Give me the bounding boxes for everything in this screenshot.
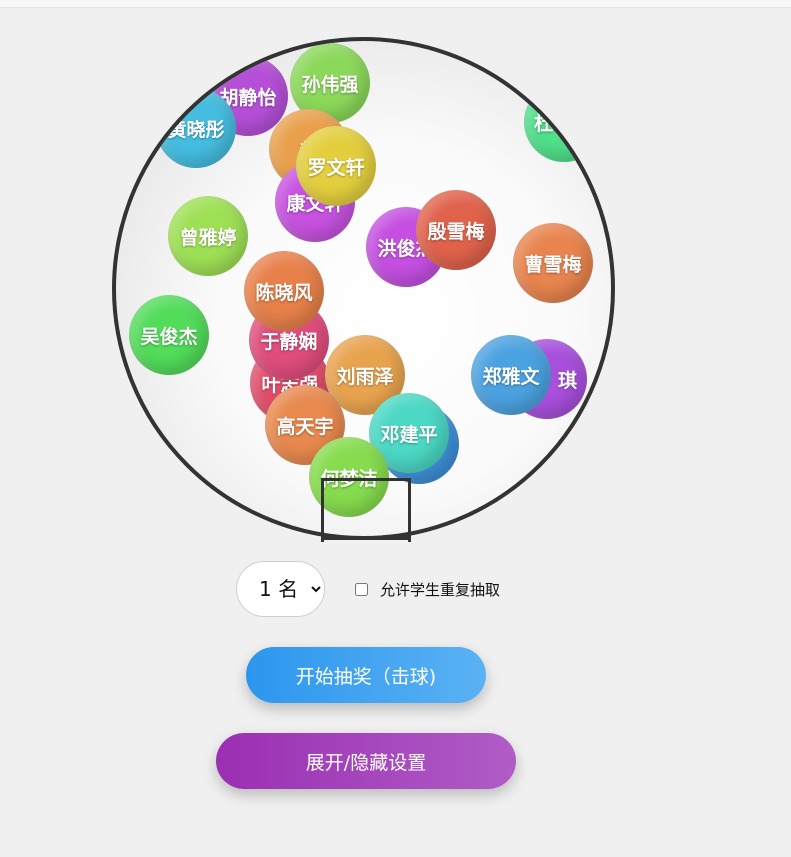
top-bar (0, 0, 791, 8)
chute-base (321, 536, 411, 540)
allow-repeat-label: 允许学生重复抽取 (380, 580, 501, 599)
start-draw-button[interactable]: 开始抽奖（击球) (246, 647, 486, 703)
toggle-settings-button[interactable]: 展开/隐藏设置 (216, 733, 516, 789)
ball-chen-xiaofeng: 陈晓风 (244, 251, 324, 331)
ball-huang-xiaotong: 黄晓彤 (156, 88, 236, 168)
lottery-globe: 胡静怡 孙伟强 黄晓彤 赵 康文轩 罗文轩 杜 曾雅婷 洪俊杰 殷雪梅 曹雪梅 … (112, 37, 615, 540)
ball-du: 杜 (524, 82, 604, 162)
ball-zheng-yawen: 郑雅文 (471, 335, 551, 415)
ball-exit-chute (321, 478, 411, 542)
ball-yin-xuemei: 殷雪梅 (416, 190, 496, 270)
ball-luo-wenxuan: 罗文轩 (296, 126, 376, 206)
ball-wu-junjie: 吴俊杰 (129, 295, 209, 375)
ball-zeng-yating: 曾雅婷 (168, 196, 248, 276)
allow-repeat-checkbox[interactable] (355, 582, 368, 596)
draw-controls: 1 名 允许学生重复抽取 (236, 561, 500, 617)
draw-count-select[interactable]: 1 名 (236, 561, 325, 617)
ball-cao-xuemei: 曹雪梅 (513, 223, 593, 303)
allow-repeat-option[interactable]: 允许学生重复抽取 (355, 579, 500, 600)
